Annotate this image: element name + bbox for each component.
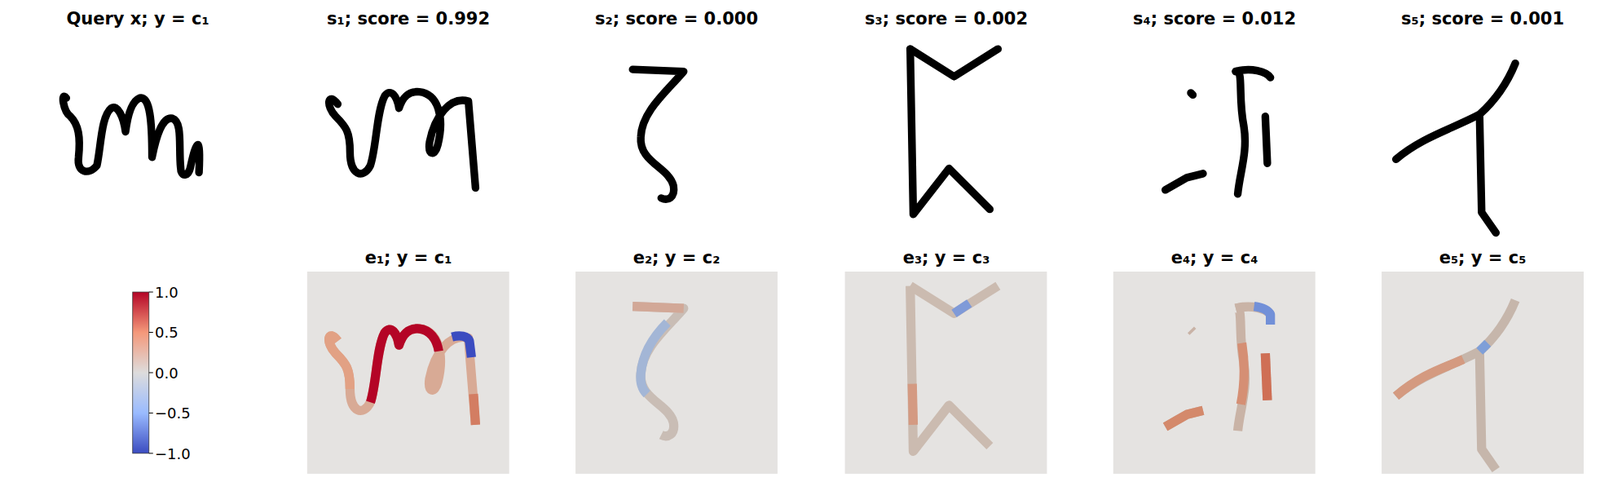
heat-segment <box>329 335 351 389</box>
tick-label: 1.0 <box>154 283 179 301</box>
heat-segment <box>370 328 439 402</box>
tick-label: 0.5 <box>154 323 179 341</box>
glyph-stroke <box>1235 70 1245 194</box>
explanation-map <box>575 271 778 474</box>
heat-stroke <box>1165 409 1204 427</box>
colorbar-tick <box>149 291 154 293</box>
tick-label: −0.5 <box>154 404 191 422</box>
panel-title: e₄; y = c₄ <box>1171 247 1259 268</box>
heat-segment <box>1165 409 1204 427</box>
glyph-stroke <box>62 96 199 175</box>
map-background <box>575 271 778 474</box>
glyph-stroke <box>329 92 477 189</box>
panel-title: e₃; y = c₃ <box>903 247 991 268</box>
glyph-image <box>632 69 684 199</box>
heat-segment <box>1396 359 1464 397</box>
glyph-stroke <box>1479 116 1496 234</box>
heat-segment <box>1265 352 1268 401</box>
colorbar-tick <box>149 331 154 333</box>
map-background <box>1113 271 1316 474</box>
tick-label: −1.0 <box>154 444 191 462</box>
tick-label: 0.0 <box>154 363 179 381</box>
glyph-image <box>62 96 199 175</box>
heat-stroke <box>1265 352 1268 401</box>
heat-stroke <box>632 306 684 437</box>
explanation-map <box>1381 271 1584 474</box>
glyph-stroke <box>1396 63 1516 160</box>
panel-title: e₁; y = c₁ <box>365 247 453 268</box>
heat-stroke <box>1190 329 1194 332</box>
map-background <box>1381 271 1584 474</box>
explanation-map <box>1113 271 1316 474</box>
heat-stroke <box>1396 299 1516 397</box>
heat-segment <box>640 322 668 395</box>
colorbar-tick <box>149 452 154 454</box>
panel-title: e₂; y = c₂ <box>633 247 721 268</box>
heat-segment <box>912 383 913 425</box>
heat-stroke <box>1479 352 1496 470</box>
glyph-stroke <box>632 69 684 199</box>
heat-stroke <box>1235 308 1245 431</box>
heat-stroke <box>910 286 999 314</box>
heat-segment <box>632 306 684 309</box>
heat-segment <box>452 335 472 358</box>
heat-segment <box>1240 343 1244 405</box>
map-background <box>845 271 1048 474</box>
heat-segment <box>473 393 477 425</box>
panel-title: Query x; y = c₁ <box>66 8 209 29</box>
panel-title: e₅; y = c₅ <box>1439 247 1527 268</box>
glyph-image <box>329 92 477 189</box>
heat-segment <box>1254 306 1271 326</box>
glyph-image <box>1165 70 1271 194</box>
colorbar-tick <box>149 371 154 373</box>
heat-stroke <box>329 328 477 425</box>
heat-segment <box>954 303 970 314</box>
glyph-stroke <box>1190 92 1194 96</box>
glyph-stroke <box>1265 116 1268 164</box>
panel-title: s₄; score = 0.012 <box>1132 8 1296 29</box>
explanation-map <box>845 271 1048 474</box>
colorbar-gradient <box>132 291 150 454</box>
glyph-stroke <box>1235 70 1271 79</box>
panel-title: s₅; score = 0.001 <box>1401 8 1565 29</box>
explanation-map <box>307 271 510 474</box>
map-background <box>307 271 510 474</box>
glyph-image <box>1396 63 1516 234</box>
figure-group <box>62 48 1584 474</box>
colorbar <box>132 291 154 454</box>
colorbar-tick <box>149 412 154 414</box>
glyph-image <box>910 48 999 215</box>
panel-title: s₂; score = 0.000 <box>595 8 759 29</box>
glyph-stroke <box>1165 173 1204 190</box>
glyph-stroke <box>910 48 999 77</box>
panel-title: s₃; score = 0.002 <box>864 8 1028 29</box>
panel-title: s₁; score = 0.992 <box>326 8 490 29</box>
heat-segment <box>1479 343 1488 352</box>
